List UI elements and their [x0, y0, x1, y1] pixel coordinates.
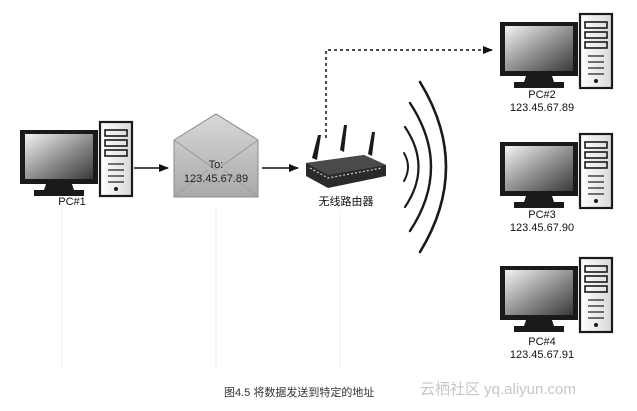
- pc1-computer-icon: [18, 120, 134, 198]
- pc2-computer-icon: [498, 12, 614, 90]
- pc1-label: PC#1: [58, 196, 86, 208]
- pc3-ip: 123.45.67.90: [509, 222, 575, 234]
- pc4-computer-icon: [498, 256, 614, 334]
- dashed-link-router-to-pc2: [325, 46, 493, 138]
- wifi-waves-icon: [403, 80, 448, 254]
- pc4-ip: 123.45.67.91: [509, 349, 575, 361]
- envelope-to-label: To:: [208, 159, 224, 171]
- envelope-address: 123.45.67.89: [183, 173, 249, 185]
- pc2-ip: 123.45.67.89: [509, 102, 575, 114]
- wireless-router-icon: [306, 125, 386, 188]
- router-label: 无线路由器: [318, 196, 374, 208]
- background-guides: [61, 205, 341, 370]
- pc3-label: PC#3: [528, 209, 556, 221]
- pc4-label: PC#4: [528, 336, 556, 348]
- pc3-computer-icon: [498, 132, 614, 210]
- figure-caption: 图4.5 将数据发送到特定的地址: [224, 387, 375, 399]
- pc2-label: PC#2: [528, 89, 556, 101]
- envelope-icon: [173, 113, 259, 198]
- watermark: 云栖社区 yq.aliyun.com: [420, 381, 576, 398]
